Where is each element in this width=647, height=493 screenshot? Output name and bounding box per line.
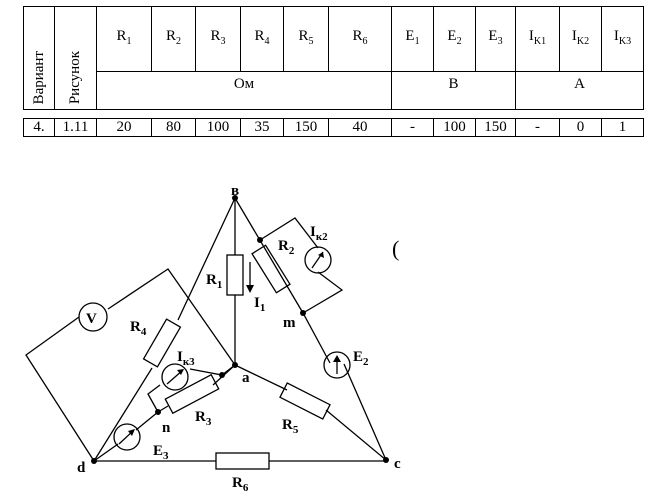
header-r2: R2 (151, 6, 196, 72)
node-ik3-right (219, 372, 225, 378)
arrowhead-i1 (246, 285, 254, 293)
ammeter-ik2 (304, 246, 332, 274)
node-label-d: d (77, 460, 86, 476)
arrowhead-e3 (128, 429, 135, 436)
cell-e2: 100 (433, 118, 476, 137)
node-label-m: m (283, 315, 296, 331)
cell-ik1: - (515, 118, 560, 137)
header-ik2: IK2 (559, 6, 602, 72)
header-figure: Рисунок (54, 6, 97, 110)
resistor-r1 (226, 254, 244, 296)
wire-r2-branch (259, 217, 344, 314)
header-r3: R3 (195, 6, 241, 72)
label-r5: R5 (282, 417, 299, 436)
unit-ohm: Ом (96, 71, 392, 110)
label-ik3: Iк3 (177, 349, 195, 368)
source-e3 (113, 423, 141, 451)
header-r5: R5 (283, 6, 329, 72)
node-r2-top (257, 237, 263, 243)
ammeter-ik3 (161, 363, 189, 391)
cell-r1: 20 (96, 118, 152, 137)
node-label-n: n (162, 420, 171, 436)
cell-r3: 100 (195, 118, 241, 137)
label-e3: E3 (153, 443, 169, 462)
node-b (232, 195, 238, 201)
cell-r5: 150 (283, 118, 329, 137)
node-n (155, 409, 161, 415)
header-ik1: IK1 (515, 6, 560, 72)
header-variant: Вариант (23, 6, 55, 110)
circuit-diagram: в a m n d c R1 R2 R3 R4 R5 R6 I1 E2 E3 I… (25, 183, 401, 493)
wire-a-c (234, 364, 387, 461)
table-row: 4. 1.11 20 80 100 35 150 40 - 100 150 - … (23, 118, 644, 137)
cell-e3: 150 (475, 118, 516, 137)
unit-volt: В (391, 71, 516, 110)
cell-r6: 40 (328, 118, 392, 137)
wire-b-d (93, 197, 236, 462)
source-e2 (323, 351, 351, 379)
header-e3: E3 (475, 6, 516, 72)
parameters-table: Вариант Рисунок R1 R2 R3 R4 R5 R6 E1 E2 … (23, 6, 644, 137)
resistor-r2 (251, 244, 291, 294)
arrowhead-e2 (333, 355, 341, 362)
arrowhead-ik3 (177, 369, 184, 375)
stray-parenthesis: ( (392, 236, 400, 261)
cell-variant: 4. (23, 118, 55, 137)
wire-d-n (93, 411, 159, 462)
cell-e1: - (391, 118, 434, 137)
header-e2: E2 (433, 6, 476, 72)
node-label-b: в (231, 183, 239, 199)
wire-voltmeter (25, 268, 236, 462)
label-r4: R4 (130, 319, 147, 338)
node-d (91, 458, 97, 464)
label-r3: R3 (195, 409, 212, 428)
label-e2: E2 (353, 349, 369, 368)
header-r4: R4 (240, 6, 284, 72)
cell-figure: 1.11 (54, 118, 97, 137)
cell-r4: 35 (240, 118, 284, 137)
resistor-r4 (142, 318, 182, 368)
header-r1: R1 (96, 6, 152, 72)
cell-ik2: 0 (559, 118, 602, 137)
node-label-c: c (394, 456, 401, 472)
label-r6: R6 (232, 475, 249, 493)
node-a (232, 362, 238, 368)
label-i1: I1 (254, 295, 265, 314)
resistor-r3 (164, 373, 220, 415)
header-e1: E1 (391, 6, 434, 72)
label-voltmeter: V (86, 311, 97, 327)
header-r6: R6 (328, 6, 392, 72)
cell-ik3: 1 (601, 118, 644, 137)
label-r1: R1 (206, 272, 222, 291)
label-r2: R2 (278, 238, 295, 257)
node-c (383, 457, 389, 463)
node-label-a: a (242, 370, 250, 386)
arrowhead-ik2 (318, 252, 324, 258)
cell-r2: 80 (151, 118, 196, 137)
resistor-r6 (215, 452, 270, 470)
header-ik3: IK3 (601, 6, 644, 72)
node-m (300, 310, 306, 316)
unit-amp: А (515, 71, 644, 110)
label-ik2: Iк2 (310, 224, 328, 243)
resistor-r5 (279, 382, 331, 420)
voltmeter (78, 302, 108, 332)
